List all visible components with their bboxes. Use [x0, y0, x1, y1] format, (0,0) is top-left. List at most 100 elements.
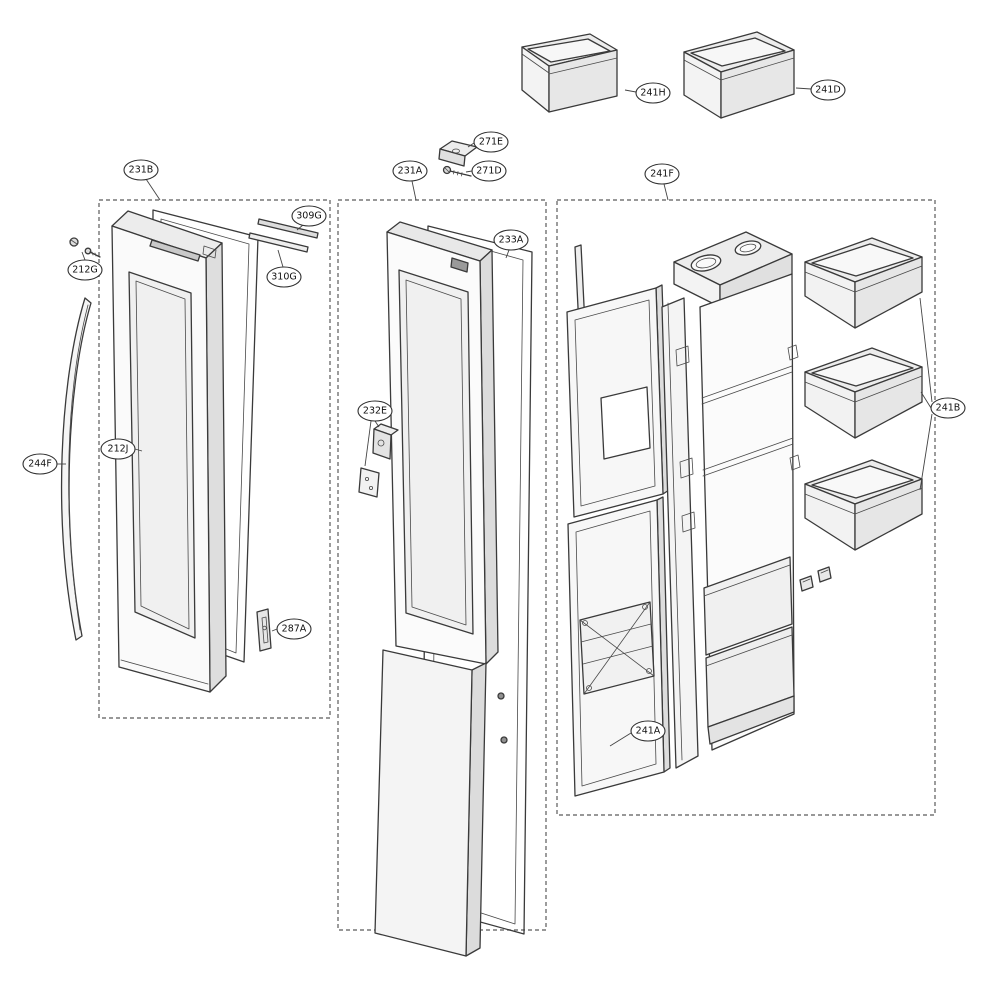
callout-label: 212G — [72, 265, 98, 276]
clip — [817, 566, 832, 583]
attached-bin-upper — [703, 556, 793, 656]
callout-bubble — [266, 266, 302, 288]
clip-parts — [799, 566, 832, 592]
bin-rim-inner — [811, 465, 914, 499]
leader-line — [467, 142, 475, 148]
leader-line — [919, 297, 933, 403]
dispenser-panel — [566, 284, 670, 518]
callout-287A: 287A — [276, 618, 312, 640]
detail-line — [120, 659, 209, 685]
leader-line — [145, 178, 161, 201]
callout-310G: 310G — [266, 266, 302, 288]
wall-clip — [681, 511, 696, 533]
callout-bubble — [644, 163, 680, 185]
detail-line — [548, 57, 618, 75]
detail-line — [521, 53, 550, 74]
leader-line — [609, 732, 632, 747]
leader-line — [663, 183, 669, 201]
door-panel-middle — [374, 221, 508, 957]
bracket-hole — [452, 148, 460, 154]
callout-271E: 271E — [473, 131, 509, 153]
wall-clip — [675, 345, 690, 367]
detail-line — [683, 59, 722, 81]
hinge-cover — [450, 257, 469, 273]
plate-screw — [586, 685, 592, 691]
callout-label: 241A — [636, 726, 661, 737]
callout-bubble — [22, 453, 58, 475]
plate-cross-lines — [579, 601, 655, 695]
panel-cutout — [600, 386, 651, 460]
latch-hole — [262, 625, 267, 631]
bin-rim-line — [703, 564, 791, 597]
leader-line — [81, 251, 86, 261]
door-glass-inner — [405, 279, 467, 626]
plate-hole — [364, 476, 369, 481]
screw-shaft — [89, 251, 101, 258]
callout-309G: 309G — [291, 205, 327, 227]
plate-screw — [582, 620, 588, 626]
callout-bubble — [930, 397, 966, 419]
bin-front-wall — [720, 49, 795, 119]
callout-244F: 244F — [22, 453, 58, 475]
callout-241D: 241D — [810, 79, 846, 101]
leader-line — [919, 413, 933, 491]
screw-slot — [70, 239, 78, 245]
clip — [799, 575, 814, 592]
callout-bubble — [357, 400, 393, 422]
section-241F — [556, 199, 936, 816]
callout-label: 241F — [650, 169, 674, 180]
callout-212J: 212J — [100, 438, 136, 460]
detail-line — [804, 375, 923, 403]
detail-line — [820, 569, 829, 574]
callout-bubble — [493, 229, 529, 251]
detail-line — [804, 265, 923, 293]
callout-bubble — [635, 82, 671, 104]
fastener — [497, 692, 505, 700]
callout-label: 271D — [476, 166, 501, 177]
callout-label: 212J — [108, 444, 129, 455]
callout-232E: 232E — [357, 400, 393, 422]
leader-lines — [57, 87, 933, 747]
latch-part-287A — [256, 608, 272, 652]
door-bin-241B-1 — [804, 237, 923, 329]
callout-bubble — [630, 720, 666, 742]
dispenser-recess-inner — [695, 257, 717, 269]
door-glass-inner — [135, 280, 190, 630]
plate-screw — [646, 668, 652, 674]
plate-hole — [368, 485, 373, 490]
bracket-front — [438, 148, 466, 167]
trim-strip-310G — [248, 232, 309, 253]
leader-line — [271, 628, 278, 632]
leader-line — [277, 249, 284, 268]
leader-line — [624, 89, 637, 93]
detail-line — [667, 302, 683, 761]
callout-241B: 241B — [930, 397, 966, 419]
hinge-parts-232E — [358, 423, 399, 498]
screw-threads — [453, 170, 463, 177]
panel-inner-line — [574, 299, 656, 507]
callout-label: 271E — [479, 137, 503, 148]
bin-front-wall — [854, 478, 923, 551]
bin-rim-inner — [690, 37, 786, 67]
callout-label: 241B — [936, 403, 961, 414]
leader-line — [364, 420, 372, 467]
callout-bubble — [392, 160, 428, 182]
screw-head — [84, 247, 92, 255]
screw-threads — [91, 251, 97, 257]
callout-bubble — [67, 259, 103, 281]
leader-line — [920, 391, 932, 409]
callout-label: 232E — [363, 406, 387, 417]
shelf-ledges — [701, 365, 794, 477]
liner-left-wall — [661, 297, 699, 769]
leader-line — [465, 170, 473, 173]
wall-clip — [679, 457, 694, 479]
section-231B — [60, 199, 331, 719]
callout-bubble — [291, 205, 327, 227]
leader-line — [795, 87, 812, 90]
callout-241H: 241H — [635, 82, 671, 104]
callout-label: 231B — [129, 165, 154, 176]
leader-line — [411, 180, 417, 201]
callout-bubble — [473, 131, 509, 153]
